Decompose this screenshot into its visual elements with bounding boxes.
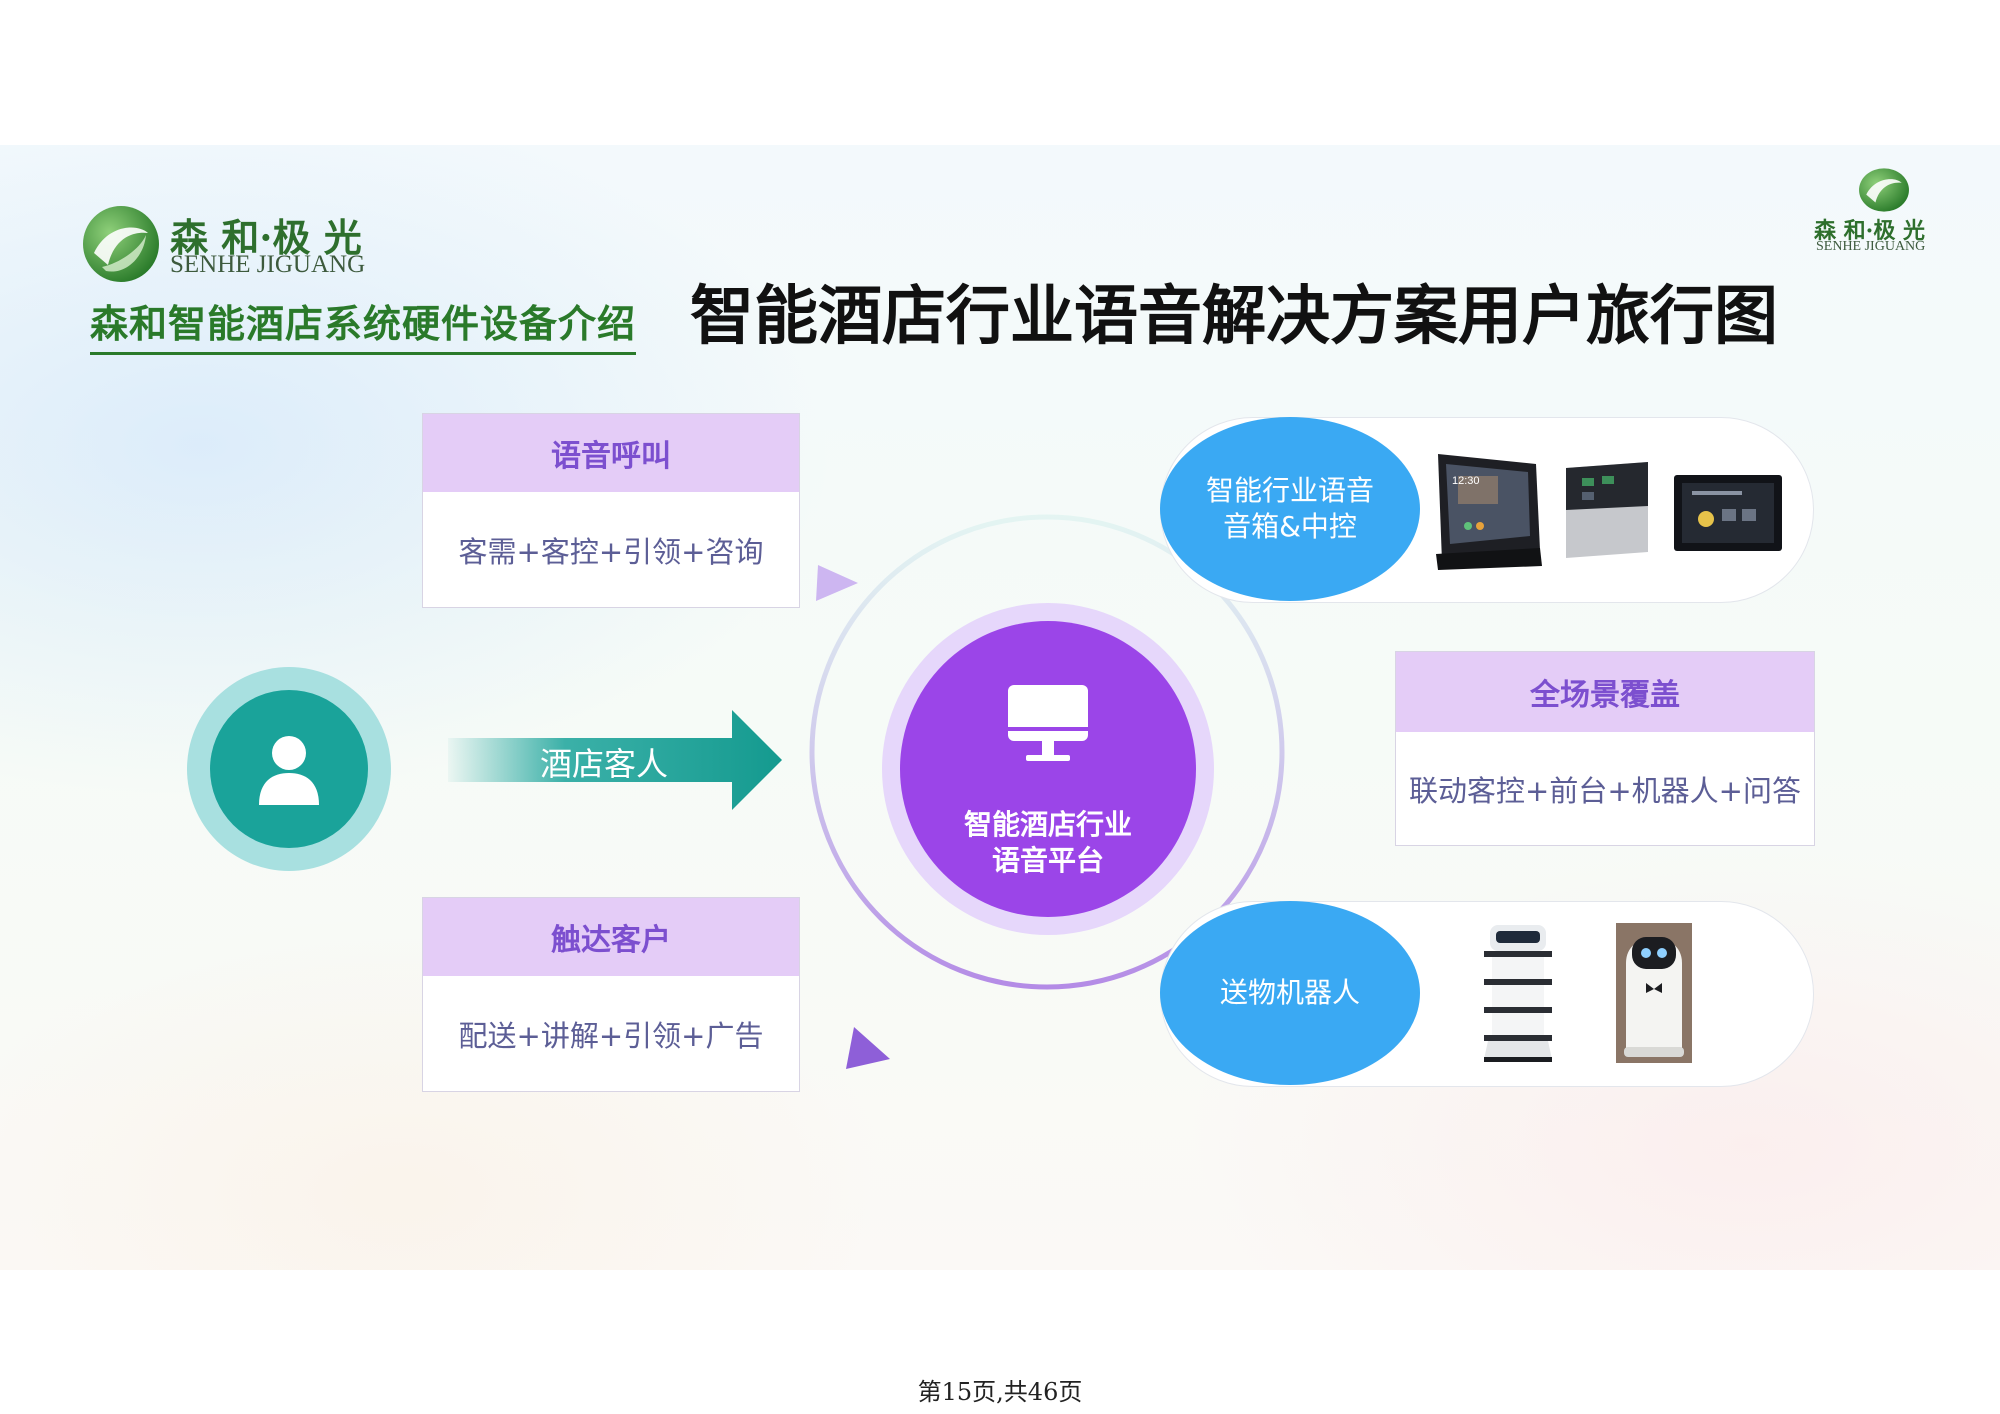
speaker-label-line1: 智能行业语音 bbox=[1205, 474, 1374, 507]
robot-circle: 送物机器人 bbox=[1160, 901, 1420, 1085]
platform-label-line1: 智能酒店行业 bbox=[963, 808, 1132, 841]
section-subtitle: 森和智能酒店系统硬件设备介绍 bbox=[90, 293, 637, 355]
card-reach-body: 配送+讲解+引领+广告 bbox=[458, 1018, 764, 1053]
touch-panel-icon bbox=[1674, 475, 1782, 551]
guest-avatar bbox=[187, 667, 391, 871]
service-robot-icon bbox=[1616, 923, 1692, 1063]
logo-name: 森 和·极 光 bbox=[170, 215, 362, 260]
logo-right-name: 森 和·极 光 bbox=[1814, 218, 1925, 244]
logo-subtitle: SENHE JIGUANG bbox=[170, 251, 366, 278]
logo-emblem-small-icon bbox=[1859, 168, 1909, 212]
cycle-arrow-left-icon bbox=[846, 1027, 890, 1069]
smart-display-time: 12:30 bbox=[1452, 475, 1480, 487]
logo-right: 森 和·极 光 SENHE JIGUANG bbox=[1810, 167, 1960, 257]
card-voice-call-body: 客需+客控+引领+咨询 bbox=[458, 534, 764, 569]
guest-label: 酒店客人 bbox=[540, 745, 669, 783]
control-panel-icon bbox=[1566, 462, 1648, 558]
cycle-ring bbox=[809, 514, 1285, 990]
platform-label-line2: 语音平台 bbox=[991, 844, 1104, 877]
card-coverage-body: 联动客控+前台+机器人+问答 bbox=[1409, 773, 1801, 808]
monitor-icon bbox=[1008, 685, 1088, 761]
card-voice-call: 语音呼叫 客需+客控+引领+咨询 bbox=[422, 413, 800, 608]
slide: 森 和·极 光 SENHE JIGUANG 森 和·极 光 SENHE JIGU… bbox=[0, 145, 2000, 1270]
speaker-label-line2: 音箱&中控 bbox=[1223, 510, 1357, 543]
speaker-circle: 智能行业语音 音箱&中控 bbox=[1160, 417, 1420, 601]
page-title: 智能酒店行业语音解决方案用户旅行图 bbox=[690, 280, 1778, 354]
card-coverage: 全场景覆盖 联动客控+前台+机器人+问答 bbox=[1395, 651, 1815, 846]
robot-label: 送物机器人 bbox=[1219, 976, 1360, 1009]
logo-emblem-icon bbox=[83, 206, 159, 282]
page-number: 第15页,共46页 bbox=[917, 1378, 1083, 1406]
card-reach-title: 触达客户 bbox=[423, 898, 799, 976]
user-icon bbox=[259, 736, 319, 805]
logo-left: 森 和·极 光 SENHE JIGUANG bbox=[82, 205, 382, 285]
card-reach: 触达客户 配送+讲解+引领+广告 bbox=[422, 897, 800, 1092]
cycle-arrow-top bbox=[816, 565, 858, 601]
delivery-robot-icon bbox=[1484, 925, 1552, 1062]
guest-arrow bbox=[448, 710, 782, 810]
card-coverage-title: 全场景覆盖 bbox=[1396, 652, 1814, 732]
card-voice-call-title: 语音呼叫 bbox=[423, 414, 799, 492]
logo-right-subtitle: SENHE JIGUANG bbox=[1816, 239, 1926, 254]
platform-circle: 智能酒店行业 语音平台 bbox=[882, 603, 1214, 935]
smart-display-icon: 12:30 bbox=[1436, 454, 1542, 570]
